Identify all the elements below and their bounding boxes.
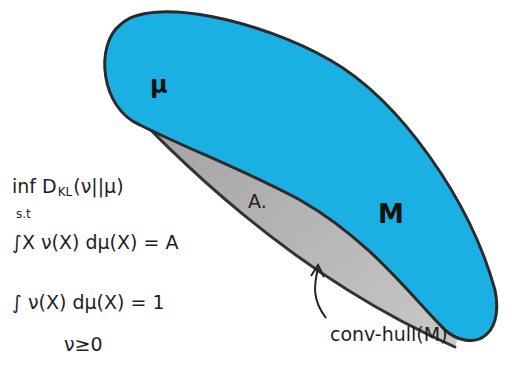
objective: inf D [12, 176, 57, 197]
objective-args: (ν||μ) [73, 176, 123, 197]
annotation: conv-hull(M) [330, 324, 448, 345]
set-symbol: μ [150, 72, 168, 98]
hull-fill [112, 90, 470, 347]
constraint: ∫ ν(X) dμ(X) = 1 [12, 292, 165, 313]
constraint: ν≥0 [64, 334, 103, 355]
set-symbol: M [378, 200, 404, 229]
constraint: ∫X ν(X) dμ(X) = A [12, 232, 178, 253]
point-label: A. [248, 191, 267, 212]
subject-to: s.t [16, 208, 31, 221]
arrow-head [311, 265, 324, 277]
subscript: KL [58, 186, 73, 199]
